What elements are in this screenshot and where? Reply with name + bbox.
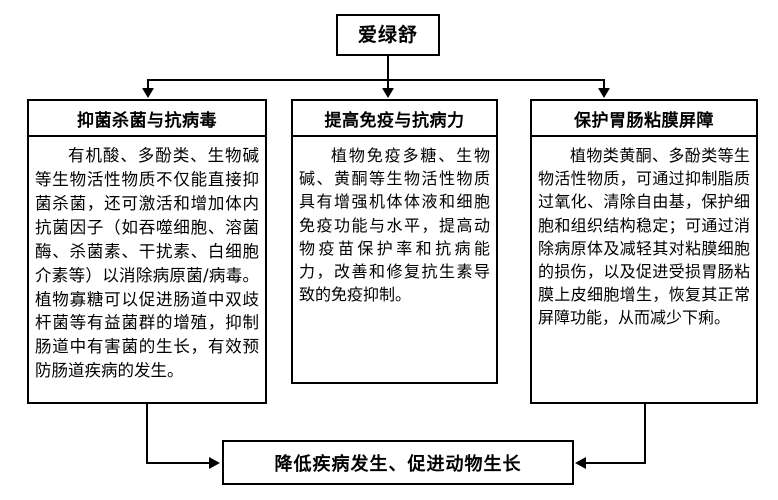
arrowhead-down-branch-3-icon — [598, 88, 610, 98]
branch-1-body: 有机酸、多酚类、生物碱等生物活性物质不仅能直接抑菌杀菌，还可激活和增加体内抗菌因… — [35, 146, 259, 381]
root-node-label: 爱绿舒 — [357, 23, 418, 46]
arrowhead-left-outcome-icon — [575, 457, 586, 469]
connector-root-stem — [387, 56, 389, 80]
branch-box-antibacterial-antiviral: 抑菌杀菌与抗病毒 有机酸、多酚类、生物碱等生物活性物质不仅能直接抑菌杀菌，还可激… — [27, 99, 267, 404]
connector-drop-branch-1 — [147, 79, 149, 90]
branch-1-header: 抑菌杀菌与抗病毒 — [29, 101, 265, 137]
branch-3-header: 保护胃肠粘膜屏障 — [532, 101, 756, 137]
branch-2-body: 植物免疫多糖、生物碱、黄酮等生物活性物质具有增强机体体液和细胞免疫功能与水平，提… — [299, 146, 490, 305]
connector-drop-branch-2 — [387, 79, 389, 90]
branch-3-body: 植物类黄酮、多酚类等生物活性物质，可通过抑制脂质过氧化、清除自由基，保护细胞和组… — [538, 146, 750, 328]
connector-branch-3-run — [586, 462, 646, 464]
connector-branch-1-stem — [146, 404, 148, 464]
arrowhead-down-branch-1-icon — [142, 88, 154, 98]
branch-box-gastrointestinal-mucosal-barrier: 保护胃肠粘膜屏障 植物类黄酮、多酚类等生物活性物质，可通过抑制脂质过氧化、清除自… — [530, 99, 758, 404]
branch-2-header: 提高免疫与抗病力 — [293, 101, 496, 137]
outcome-node-box: 降低疾病发生、促进动物生长 — [222, 440, 574, 485]
outcome-node-label: 降低疾病发生、促进动物生长 — [274, 453, 522, 475]
connector-distribution-bus — [147, 79, 604, 81]
connector-drop-branch-3 — [603, 79, 605, 90]
connector-branch-3-stem — [644, 404, 646, 464]
arrowhead-right-outcome-icon — [209, 457, 220, 469]
connector-branch-1-run — [146, 462, 210, 464]
root-node-box: 爱绿舒 — [336, 14, 440, 56]
branch-box-immunity-disease-resistance: 提高免疫与抗病力 植物免疫多糖、生物碱、黄酮等生物活性物质具有增强机体体液和细胞… — [291, 99, 498, 384]
arrowhead-down-branch-2-icon — [382, 88, 394, 98]
